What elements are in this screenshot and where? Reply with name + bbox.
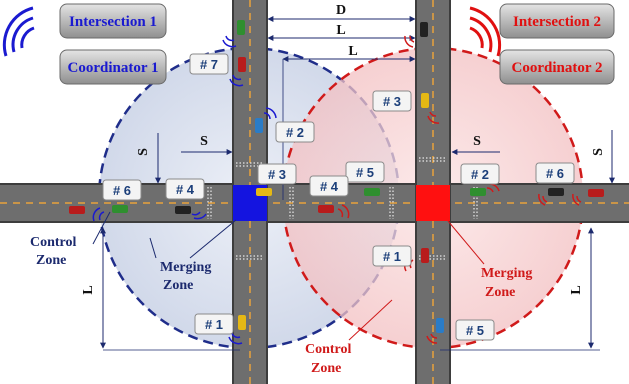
car-red-h4 bbox=[588, 189, 604, 197]
tag-5-right-upper: # 5 bbox=[345, 161, 385, 183]
car-green-h2 bbox=[364, 188, 380, 196]
merging-zone-2-label-a: Merging bbox=[481, 266, 532, 281]
cars bbox=[69, 20, 604, 333]
antenna-right-icon bbox=[469, 6, 502, 57]
dim-L-top: L bbox=[336, 23, 345, 38]
car-yellow-m1 bbox=[256, 188, 272, 196]
svg-text:# 4: # 4 bbox=[320, 179, 339, 194]
car-yellow-v1 bbox=[238, 315, 246, 330]
svg-text:# 3: # 3 bbox=[268, 167, 286, 182]
merging-zone-2-label-b: Zone bbox=[485, 285, 515, 300]
car-blue-v2 bbox=[436, 318, 444, 333]
tag-5-right-lower: # 5 bbox=[455, 319, 495, 341]
svg-text:# 2: # 2 bbox=[286, 125, 304, 140]
merging-zone-1-label-b: Zone bbox=[163, 278, 193, 293]
intersection-1-label: Intersection 1 bbox=[69, 14, 157, 30]
tag-3-left: # 3 bbox=[257, 163, 297, 185]
car-blue-v1 bbox=[255, 118, 263, 133]
svg-text:# 6: # 6 bbox=[113, 183, 131, 198]
tag-3-right: # 3 bbox=[372, 90, 412, 112]
car-green-h1 bbox=[112, 205, 128, 213]
coordinator-1-box: Coordinator 1 bbox=[59, 49, 167, 85]
car-green-top bbox=[237, 20, 245, 35]
tag-4-left: # 4 bbox=[165, 178, 205, 200]
dim-L-left: L bbox=[81, 285, 96, 294]
svg-text:# 7: # 7 bbox=[200, 57, 218, 72]
intersection-2-label: Intersection 2 bbox=[513, 14, 601, 30]
control-zone-2-label-a: Control bbox=[305, 342, 352, 357]
car-black-top bbox=[420, 22, 428, 37]
car-red-h2 bbox=[318, 205, 334, 213]
svg-text:# 6: # 6 bbox=[546, 166, 564, 181]
vehicle-tags: # 7 # 2 # 3 # 6 # 4 # 1 # 3 # 5 # 4 # 2 … bbox=[102, 53, 575, 341]
dim-L-right: L bbox=[569, 285, 584, 294]
control-zone-2-label-b: Zone bbox=[311, 361, 341, 376]
dim-S-right-h: S bbox=[473, 134, 481, 149]
intersection-2-box: Intersection 2 bbox=[499, 3, 615, 39]
coordinator-2-box: Coordinator 2 bbox=[499, 49, 615, 85]
svg-text:# 3: # 3 bbox=[383, 94, 401, 109]
dim-S-right-v: S bbox=[591, 148, 606, 156]
dim-S-left-h: S bbox=[200, 134, 208, 149]
coordinator-1-label: Coordinator 1 bbox=[68, 60, 159, 76]
tag-7-left: # 7 bbox=[189, 53, 229, 75]
dim-S-left-v: S bbox=[136, 148, 151, 156]
tag-6-right: # 6 bbox=[535, 162, 575, 184]
control-zone-1-label-a: Control bbox=[30, 235, 77, 250]
coordinator-2-label: Coordinator 2 bbox=[512, 60, 603, 76]
tag-4-right: # 4 bbox=[309, 175, 349, 197]
dim-L-mid: L bbox=[348, 44, 357, 59]
intersection-1-box: Intersection 1 bbox=[59, 3, 167, 39]
car-black-h3 bbox=[548, 188, 564, 196]
car-red-v1 bbox=[238, 57, 246, 72]
tag-2-right: # 2 bbox=[460, 163, 500, 185]
svg-text:# 1: # 1 bbox=[205, 317, 223, 332]
svg-text:# 1: # 1 bbox=[383, 249, 401, 264]
car-yellow-v2 bbox=[421, 93, 429, 108]
svg-text:# 2: # 2 bbox=[471, 167, 489, 182]
tag-1-right: # 1 bbox=[372, 245, 412, 267]
tag-1-left: # 1 bbox=[194, 313, 234, 335]
svg-text:# 5: # 5 bbox=[466, 323, 484, 338]
merging-zone-2 bbox=[416, 185, 450, 221]
tag-6-left: # 6 bbox=[102, 179, 142, 201]
control-zone-1-label-b: Zone bbox=[36, 253, 66, 268]
car-black-h1 bbox=[175, 206, 191, 214]
svg-text:# 4: # 4 bbox=[176, 182, 195, 197]
car-red-v2 bbox=[421, 248, 429, 263]
merging-zone-1-label-a: Merging bbox=[160, 260, 211, 275]
car-red-h0 bbox=[69, 206, 85, 214]
tag-2-left: # 2 bbox=[275, 121, 315, 143]
dim-D: D bbox=[336, 3, 346, 18]
svg-text:# 5: # 5 bbox=[356, 165, 374, 180]
car-green-h3 bbox=[470, 188, 486, 196]
antenna-left-icon bbox=[2, 6, 35, 57]
